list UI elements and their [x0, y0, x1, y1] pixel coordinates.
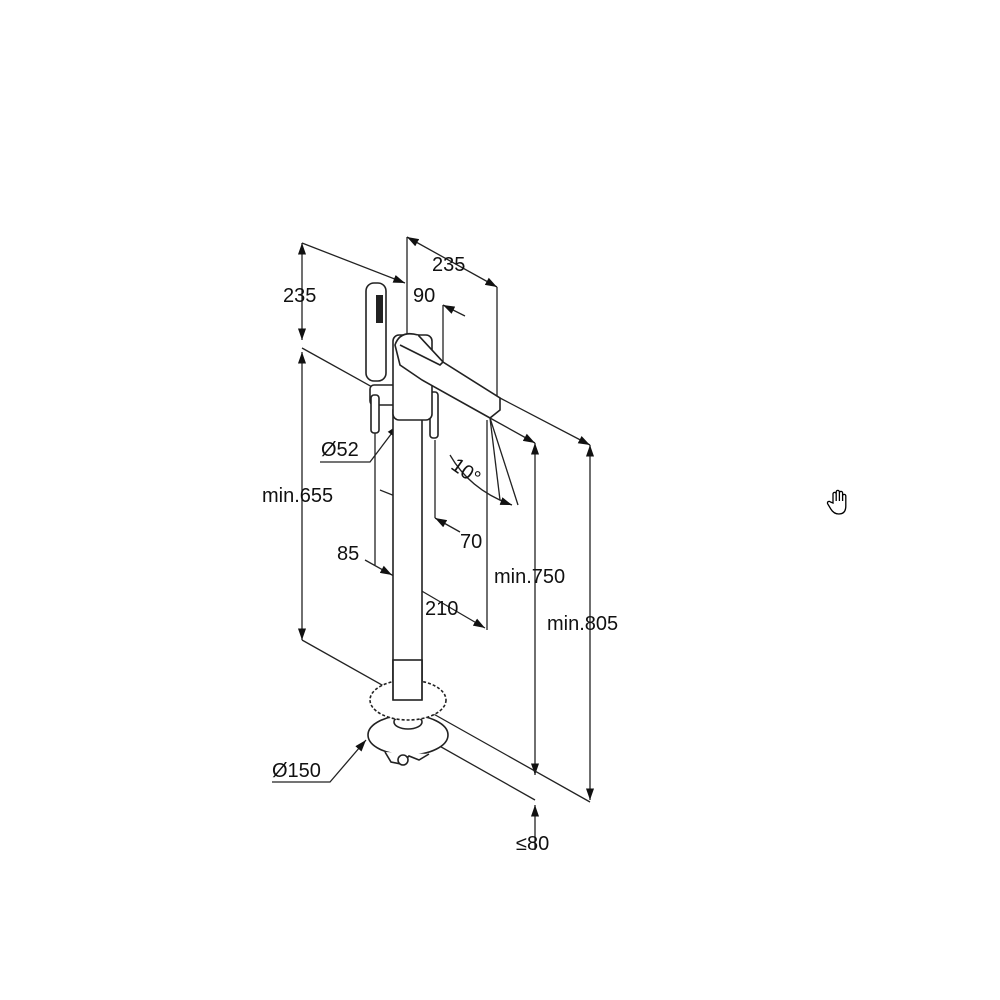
- dim-spout-reach: 235: [432, 254, 465, 276]
- dim-min-805: min.805: [547, 613, 618, 635]
- dim-spout-offset: 90: [413, 285, 435, 307]
- faucet-body: [365, 282, 501, 766]
- dim-min-655: min.655: [262, 485, 333, 507]
- dim-pin-offset: 70: [460, 531, 482, 553]
- dimension-labels: 235 235 90 Ø52 10° min.655 70 85 min.750…: [262, 254, 618, 855]
- dim-hand-shower-height: 235: [283, 285, 316, 307]
- hand-pointer-icon: [826, 489, 847, 515]
- dim-body-diameter: Ø52: [321, 439, 359, 461]
- dimension-lines: [272, 236, 595, 850]
- riser-pipe: [392, 409, 423, 696]
- dim-shower-offset: 85: [337, 543, 359, 565]
- dim-base-diameter: Ø150: [272, 760, 321, 782]
- dim-floor-depth: ≤80: [516, 833, 549, 855]
- dim-outlet-offset: 210: [425, 598, 458, 620]
- dim-min-750: min.750: [494, 566, 565, 588]
